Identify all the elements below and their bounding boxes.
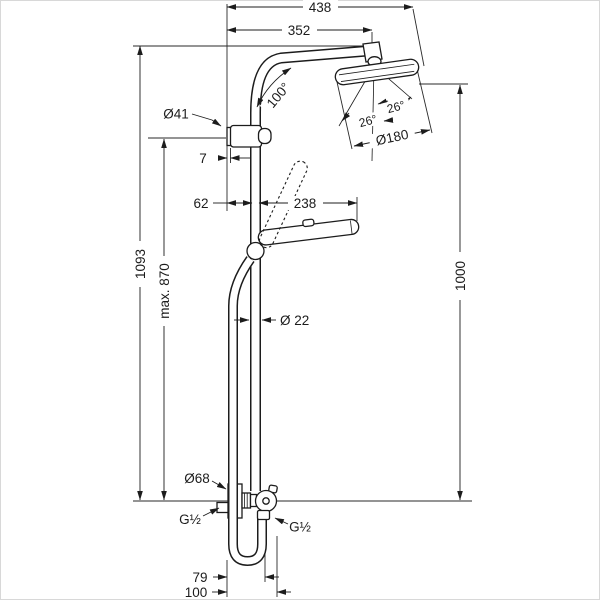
thread-left-label: G½: [179, 512, 201, 527]
dimension-lines: [137, 4, 463, 595]
fixture: [216, 41, 420, 567]
slider-holder: [246, 241, 265, 261]
dim-79-label: 79: [192, 570, 207, 585]
dim-41-label: Ø41: [163, 107, 189, 122]
label-100deg: 100°: [259, 75, 297, 115]
label-max-870: max. 870: [157, 256, 172, 326]
hand-shower-nub: [302, 218, 315, 228]
reference-lines: [133, 4, 472, 597]
riser-pipe-and-arm: [250, 45, 368, 491]
dim-arc-100deg: [256, 67, 292, 108]
head-disc: [334, 58, 420, 86]
dim-62-label: 62: [193, 196, 208, 211]
bracket-body: [229, 124, 263, 148]
leader-arrow-g12-left: [202, 507, 220, 517]
label-1093: 1093: [133, 241, 148, 287]
valve-knurled-nut: [241, 492, 252, 509]
label-1000: 1000: [453, 252, 468, 300]
dim-1093-label: 1093: [133, 249, 148, 279]
dim-22-label: Ø 22: [280, 313, 309, 328]
label-438: 438: [303, 0, 338, 15]
dim-438-label: 438: [309, 0, 332, 15]
bracket-knob: [257, 127, 272, 145]
shower-hose: [228, 256, 267, 567]
head-rim-line: [338, 63, 415, 76]
dimension-labels: 438 352 1093 max. 870 1000 100° 26° 26°: [133, 0, 468, 600]
valve-outlet: [256, 509, 271, 521]
thread-right-label: G½: [289, 520, 311, 535]
hand-shower-cap-line: [350, 220, 353, 234]
dim-arrow-26-lower-left: [341, 112, 351, 122]
leader-41: [191, 113, 213, 121]
dim-68-label: Ø68: [184, 471, 210, 486]
leader-arrow-68: [211, 480, 227, 490]
dim-26-lower-label: 26°: [357, 112, 378, 130]
label-d180: Ø180: [368, 125, 416, 149]
dim-1000-label: 1000: [453, 261, 468, 291]
wall-bracket: [226, 124, 272, 148]
dim-26-upper-label: 26°: [385, 98, 406, 116]
ext-line-d180-right: [416, 68, 433, 134]
label-26deg-upper: 26°: [380, 96, 412, 117]
dim-352-label: 352: [288, 23, 311, 38]
leader-arrow-g12-right: [274, 517, 289, 525]
dim-100-label: 100: [185, 585, 208, 600]
dim-238-label: 238: [294, 196, 317, 211]
valve-screw: [262, 497, 270, 505]
ext-line-438: [412, 8, 425, 67]
dim-870-label: max. 870: [157, 263, 172, 319]
head-face-line: [340, 70, 415, 83]
ext-line-d180-left: [336, 81, 353, 150]
dim-d180-label: Ø180: [374, 127, 409, 149]
leader-arrow-41: [211, 118, 222, 127]
dim-7-label: 7: [199, 151, 207, 166]
overhead-shower-head: [334, 58, 420, 86]
inlet-fitting: [216, 501, 229, 514]
dim-arrow-26-upper-left: [377, 98, 389, 105]
label-238: 238: [288, 196, 323, 211]
hand-shower: [257, 218, 360, 246]
dim-arrow-26-lower-right: [383, 117, 394, 123]
label-352: 352: [282, 23, 317, 38]
label-26deg-lower: 26°: [352, 110, 384, 131]
mixer-valve: [241, 484, 278, 521]
